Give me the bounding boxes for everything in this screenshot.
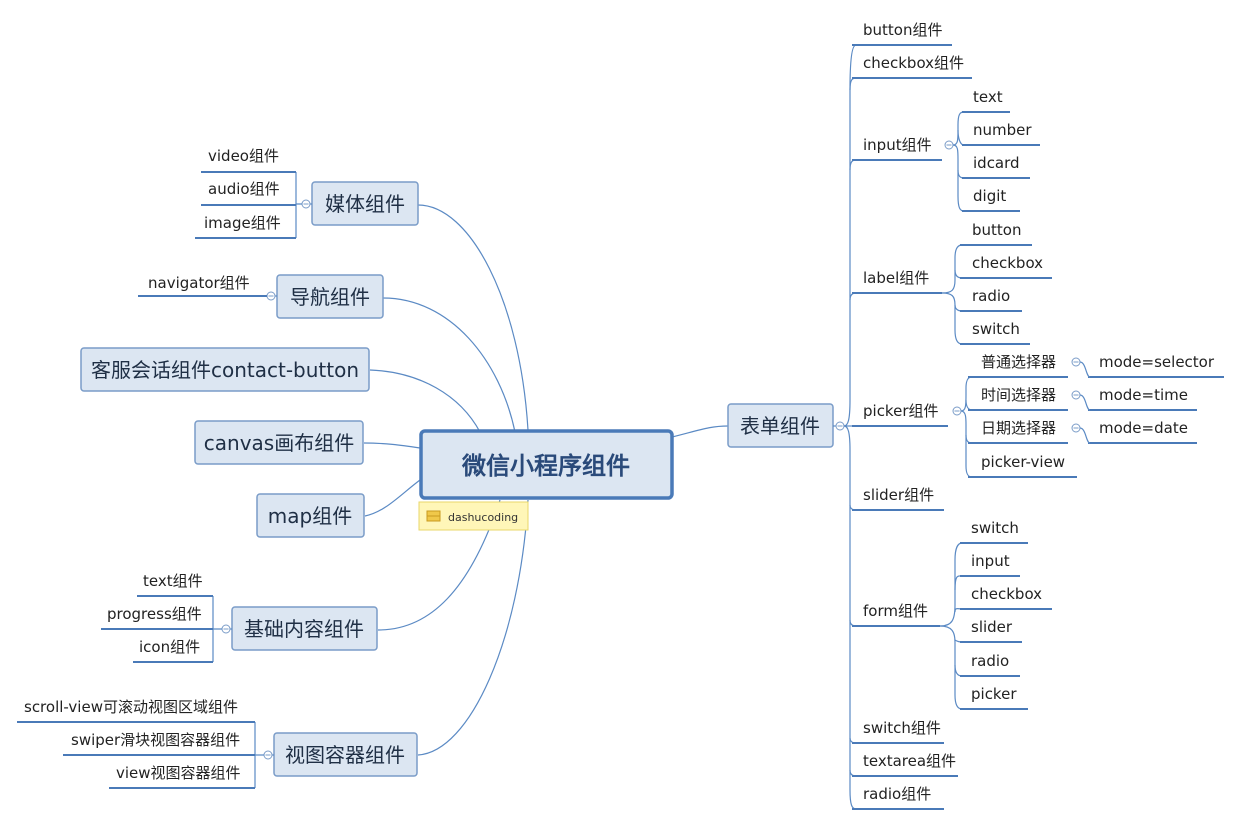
leaf-navigator: navigator组件: [148, 274, 250, 292]
node-view[interactable]: 视图容器组件: [273, 732, 418, 777]
svg-text:普通选择器: 普通选择器: [981, 353, 1056, 371]
svg-text:时间选择器: 时间选择器: [981, 386, 1056, 404]
right-button: button组件: [863, 21, 942, 39]
node-nav[interactable]: 导航组件: [276, 274, 384, 319]
right-label: label组件: [863, 269, 929, 287]
media-children: video组件 audio组件 image组件: [195, 147, 296, 239]
right-radio: radio组件: [863, 785, 931, 803]
view-children: scroll-view可滚动视图区域组件 swiper滑块视图容器组件 view…: [17, 698, 255, 789]
svg-text:idcard: idcard: [973, 154, 1020, 172]
basic-children: text组件 progress组件 icon组件: [101, 572, 213, 663]
node-contact[interactable]: 客服会话组件contact-button: [80, 347, 370, 392]
svg-text:number: number: [973, 121, 1032, 139]
leaf-icon: icon组件: [139, 638, 200, 656]
label-children: button checkbox radio switch: [960, 221, 1052, 345]
svg-text:text: text: [973, 88, 1003, 106]
svg-text:checkbox: checkbox: [972, 254, 1043, 272]
leaf-image: image组件: [204, 214, 281, 232]
picker-children: 普通选择器 mode=selector 时间选择器 mode=time 日期选择…: [968, 353, 1224, 478]
node-view-label: 视图容器组件: [285, 743, 405, 767]
svg-text:日期选择器: 日期选择器: [981, 419, 1056, 437]
right-form: form组件: [863, 602, 928, 620]
right-switch: switch组件: [863, 719, 941, 737]
leaf-view: view视图容器组件: [116, 764, 241, 782]
leaf-video: video组件: [208, 147, 279, 165]
leaf-swiper: swiper滑块视图容器组件: [71, 731, 240, 749]
node-media[interactable]: 媒体组件: [311, 181, 419, 226]
svg-text:input: input: [971, 552, 1010, 570]
node-canvas[interactable]: canvas画布组件: [194, 420, 364, 465]
svg-text:mode=selector: mode=selector: [1099, 353, 1215, 371]
svg-text:digit: digit: [973, 187, 1006, 205]
node-form-group[interactable]: 表单组件: [727, 403, 834, 448]
leaf-progress: progress组件: [107, 605, 202, 623]
right-picker: picker组件: [863, 402, 938, 420]
svg-text:radio: radio: [971, 652, 1009, 670]
node-canvas-label: canvas画布组件: [204, 431, 354, 455]
author-tag: dashucoding: [418, 501, 529, 531]
right-textarea: textarea组件: [863, 752, 956, 770]
node-form-group-label: 表单组件: [740, 414, 820, 438]
svg-text:picker: picker: [971, 685, 1017, 703]
leaf-text: text组件: [143, 572, 203, 590]
svg-text:radio: radio: [972, 287, 1010, 305]
node-nav-label: 导航组件: [290, 285, 370, 309]
svg-text:switch: switch: [971, 519, 1019, 537]
root-connectors: [363, 204, 729, 756]
node-basic[interactable]: 基础内容组件: [231, 606, 378, 651]
svg-text:mode=date: mode=date: [1099, 419, 1188, 437]
node-map[interactable]: map组件: [256, 493, 365, 538]
node-contact-label: 客服会话组件contact-button: [91, 358, 359, 382]
svg-text:slider: slider: [971, 618, 1013, 636]
author-tag-label: dashucoding: [448, 511, 518, 524]
form-children: switch input checkbox slider radio picke…: [960, 519, 1052, 710]
input-children: text number idcard digit: [962, 88, 1040, 212]
node-map-label: map组件: [268, 504, 352, 528]
svg-text:mode=time: mode=time: [1099, 386, 1188, 404]
node-media-label: 媒体组件: [325, 192, 405, 216]
svg-text:switch: switch: [972, 320, 1020, 338]
node-basic-label: 基础内容组件: [244, 617, 364, 641]
right-checkbox: checkbox组件: [863, 54, 964, 72]
leaf-audio: audio组件: [208, 180, 280, 198]
root-node[interactable]: 微信小程序组件: [419, 429, 674, 500]
root-title: 微信小程序组件: [461, 452, 630, 480]
svg-text:picker-view: picker-view: [981, 453, 1065, 471]
right-slider: slider组件: [863, 486, 934, 504]
right-input: input组件: [863, 136, 932, 154]
svg-text:button: button: [972, 221, 1021, 239]
svg-text:checkbox: checkbox: [971, 585, 1042, 603]
leaf-scroll-view: scroll-view可滚动视图区域组件: [24, 698, 238, 716]
